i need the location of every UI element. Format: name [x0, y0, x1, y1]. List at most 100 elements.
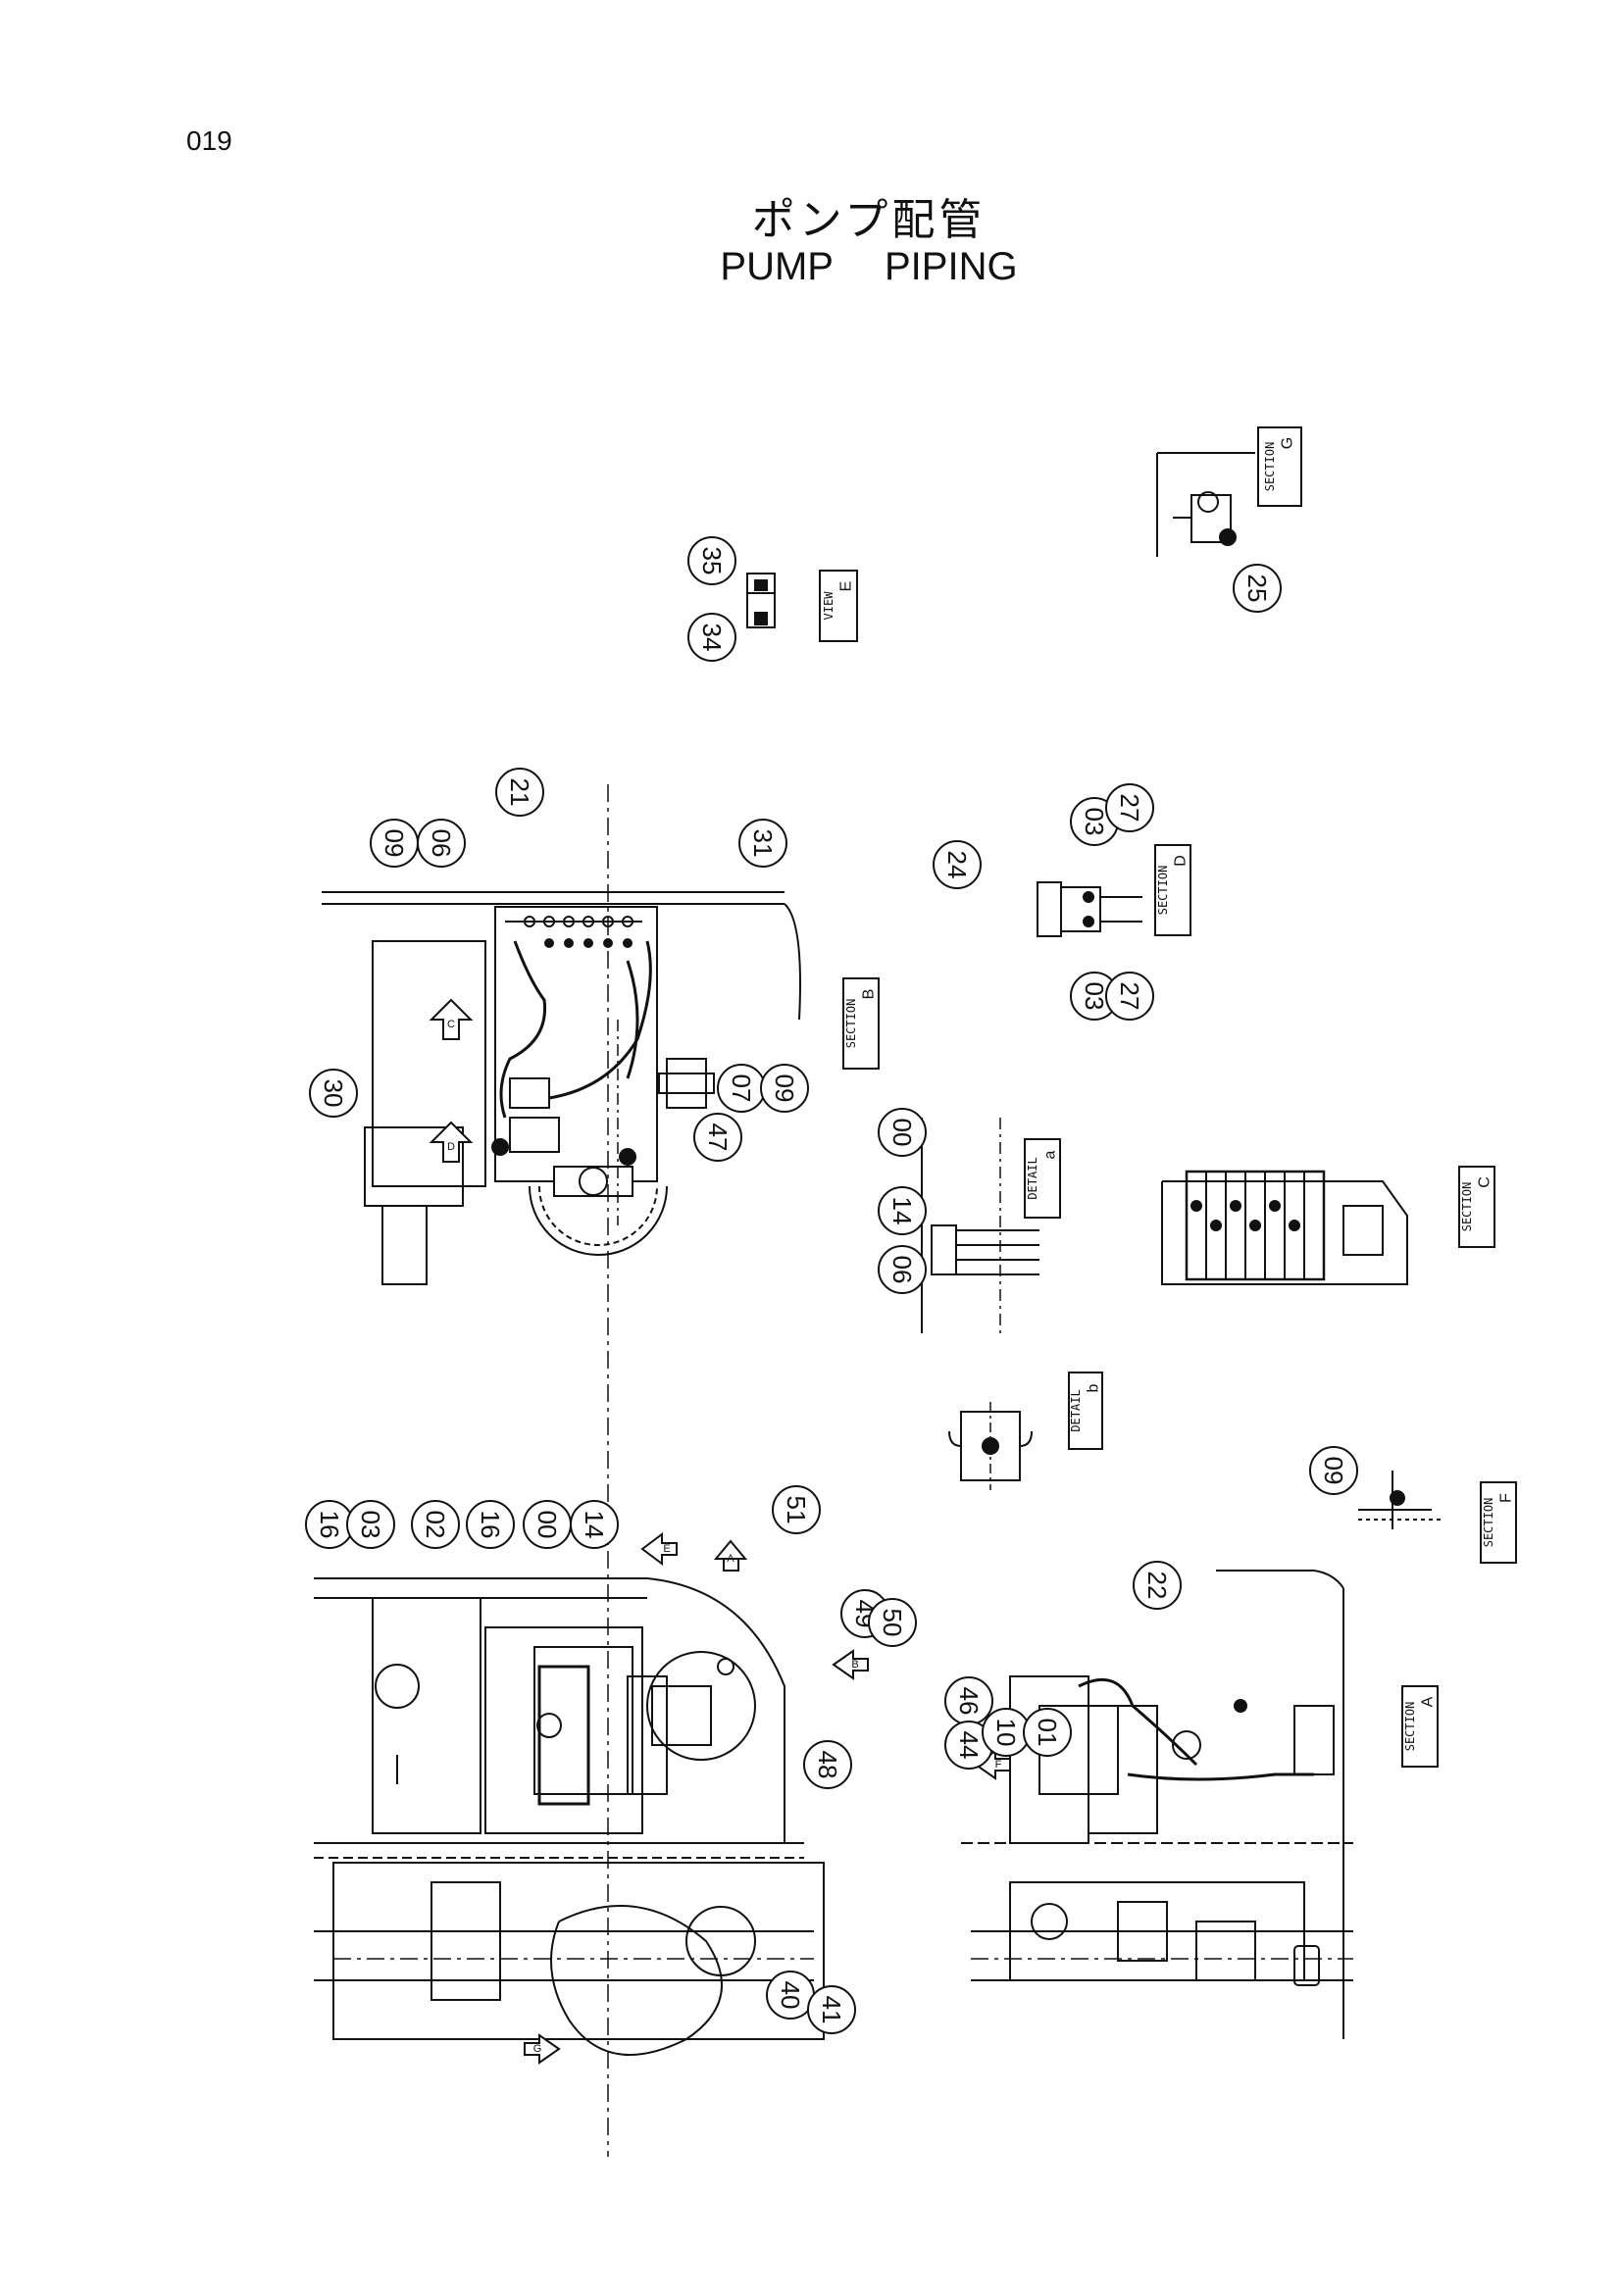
view-tag-letter: G — [1280, 437, 1296, 449]
callout-number: 24 — [942, 851, 972, 879]
view-tag-caption: DETAIL — [1026, 1157, 1039, 1199]
callout-number: 14 — [580, 1511, 609, 1539]
view-tag-box — [1068, 1372, 1103, 1450]
callout-number: 00 — [887, 1119, 917, 1147]
arrow-b — [832, 1649, 869, 1680]
callout-41: 41 — [807, 1985, 856, 2034]
callout-16: 16 — [305, 1500, 354, 1549]
view-tag-caption: DETAIL — [1069, 1389, 1083, 1431]
callout-number: 03 — [1080, 982, 1109, 1011]
callout-circle — [495, 768, 544, 817]
callout-circle — [466, 1500, 515, 1549]
callout-number: 27 — [1115, 794, 1144, 823]
callout-44: 44 — [944, 1721, 993, 1770]
view-tag-caption: SECTION — [1403, 1702, 1417, 1752]
callout-circle — [1133, 1561, 1182, 1610]
callout-circle — [933, 840, 982, 889]
callout-16: 16 — [466, 1500, 515, 1549]
callout-number: 25 — [1242, 574, 1272, 603]
callout-number: 35 — [697, 547, 727, 575]
callout-03: 03 — [1070, 972, 1119, 1021]
arrow-a — [713, 1539, 748, 1572]
callout-03: 03 — [346, 1500, 395, 1549]
callout-47: 47 — [693, 1113, 742, 1162]
callout-01: 01 — [1023, 1708, 1072, 1757]
callout-51: 51 — [772, 1485, 821, 1534]
callout-number: 30 — [319, 1079, 348, 1108]
view-tag-box — [1257, 426, 1302, 507]
view-tag-letter: D — [1173, 855, 1190, 867]
callout-30: 30 — [309, 1069, 358, 1118]
view-tag-box — [1401, 1685, 1439, 1768]
callout-02: 02 — [411, 1500, 460, 1549]
callout-number: 48 — [813, 1751, 842, 1779]
callout-circle — [687, 536, 736, 585]
callout-06: 06 — [878, 1245, 927, 1294]
callout-circle — [411, 1500, 460, 1549]
page-number: 019 — [186, 125, 232, 156]
callout-09: 09 — [370, 819, 419, 868]
arrow-letter-g: G — [533, 2043, 542, 2055]
arrow-letter-c: C — [447, 1019, 455, 1030]
callout-circle — [1105, 972, 1154, 1021]
callout-circle — [417, 819, 466, 868]
callout-circle — [1023, 1708, 1072, 1757]
callout-14: 14 — [570, 1500, 619, 1549]
callout-number: 03 — [1080, 808, 1109, 836]
callout-06: 06 — [417, 819, 466, 868]
callout-circle — [868, 1598, 917, 1647]
callout-circle — [738, 819, 787, 868]
callout-number: 07 — [727, 1074, 756, 1103]
arrow-letter-d: D — [447, 1141, 455, 1153]
view-tag-box — [1024, 1138, 1061, 1219]
view-tag-caption: SECTION — [1482, 1498, 1495, 1548]
callout-number: 47 — [703, 1123, 733, 1152]
callout-circle — [346, 1500, 395, 1549]
callout-number: 16 — [476, 1511, 505, 1539]
callout-circle — [1105, 783, 1154, 832]
callout-circle — [807, 1985, 856, 2034]
callout-46: 46 — [944, 1676, 993, 1725]
arrow-letter-a: A — [727, 1553, 734, 1565]
callout-00: 00 — [878, 1108, 927, 1157]
callout-circle — [760, 1064, 809, 1113]
view-tag-letter: E — [838, 581, 855, 592]
view-tag-letter: A — [1420, 1696, 1437, 1707]
view-tag-box — [1480, 1481, 1517, 1564]
callout-number: 01 — [1033, 1719, 1062, 1747]
callout-number: 10 — [991, 1719, 1021, 1747]
view-tag-letter: B — [861, 989, 878, 1000]
callout-circle — [1309, 1446, 1358, 1495]
callout-21: 21 — [495, 768, 544, 817]
callout-number: 03 — [356, 1511, 385, 1539]
callout-number: 50 — [878, 1609, 907, 1637]
callout-circle — [878, 1108, 927, 1157]
callout-07: 07 — [717, 1064, 766, 1113]
callout-circle — [693, 1113, 742, 1162]
arrow-c — [429, 998, 474, 1040]
callout-number: 34 — [697, 624, 727, 652]
callout-00: 00 — [523, 1500, 572, 1549]
callout-10: 10 — [982, 1708, 1031, 1757]
callout-09: 09 — [760, 1064, 809, 1113]
callout-48: 48 — [803, 1740, 852, 1789]
arrow-letter-f: F — [995, 1759, 1002, 1771]
callout-14: 14 — [878, 1186, 927, 1235]
arrow-letter-b: B — [851, 1659, 858, 1671]
callout-circle — [687, 613, 736, 662]
callout-27: 27 — [1105, 972, 1154, 1021]
callout-number: 21 — [505, 778, 534, 807]
view-tag-caption: VIEW — [822, 591, 835, 621]
callout-number: 14 — [887, 1197, 917, 1225]
view-tag-letter: C — [1477, 1176, 1493, 1188]
callout-number: 31 — [748, 829, 778, 858]
callout-number: 02 — [421, 1511, 450, 1539]
callout-circle — [878, 1245, 927, 1294]
arrow-e — [640, 1532, 678, 1566]
view-tag-box — [1458, 1166, 1495, 1248]
callout-35: 35 — [687, 536, 736, 585]
title-word-pump: PUMP — [720, 245, 834, 288]
